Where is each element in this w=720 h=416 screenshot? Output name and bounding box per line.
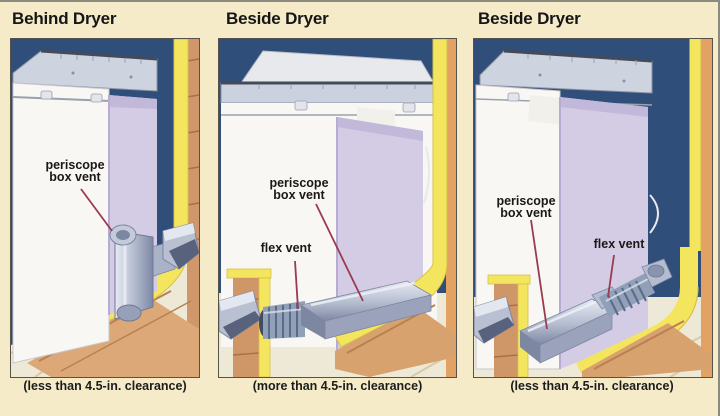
flex-vent [259,301,305,339]
periscope-box-vent [300,280,433,340]
panel-title-beside-dryer-2: Beside Dryer [478,9,581,28]
exterior-vent-hood [474,296,515,344]
leader-line [607,254,615,298]
beside-dryer-scene-1 [219,39,456,377]
exterior-vent-hood [162,222,199,270]
flex-vent [598,258,673,317]
label-flex-vent: flex vent [260,241,312,255]
leader-line [315,203,364,302]
beside-dryer-scene-2 [474,39,712,377]
illustration-behind-dryer: periscope box vent [10,38,200,378]
exterior-wall [701,39,712,377]
label-periscope-box-vent: periscope box vent [269,176,329,202]
label-flex-vent: flex vent [593,237,645,251]
leader-line [294,260,299,310]
dryer-console [220,82,438,104]
dryer [12,49,158,364]
panel-title-behind-dryer: Behind Dryer [12,9,117,28]
exterior-vent-hood [219,290,262,340]
exterior-wall [446,39,456,377]
wood-framing [582,320,712,377]
panel-title-beside-dryer-1: Beside Dryer [226,9,329,28]
behind-dryer-scene [11,39,199,377]
power-cord [423,146,430,204]
leader-line [80,188,113,232]
caption-behind-dryer: (less than 4.5-in. clearance) [23,379,187,393]
caption-beside-dryer-2: (less than 4.5-in. clearance) [510,379,674,393]
dryer-body [12,82,110,364]
periscope-box-vent [109,224,154,322]
drywall-cut-edge [331,39,448,348]
leader-line [530,219,548,330]
illustration-beside-dryer-more-clearance: periscope box vent flex vent [218,38,457,378]
label-periscope-box-vent: periscope box vent [496,194,556,220]
power-cord [649,194,659,234]
caption-beside-dryer-1: (more than 4.5-in. clearance) [252,379,423,393]
illustration-beside-dryer-less-clearance: periscope box vent flex vent [473,38,713,378]
label-periscope-box-vent: periscope box vent [45,158,105,184]
